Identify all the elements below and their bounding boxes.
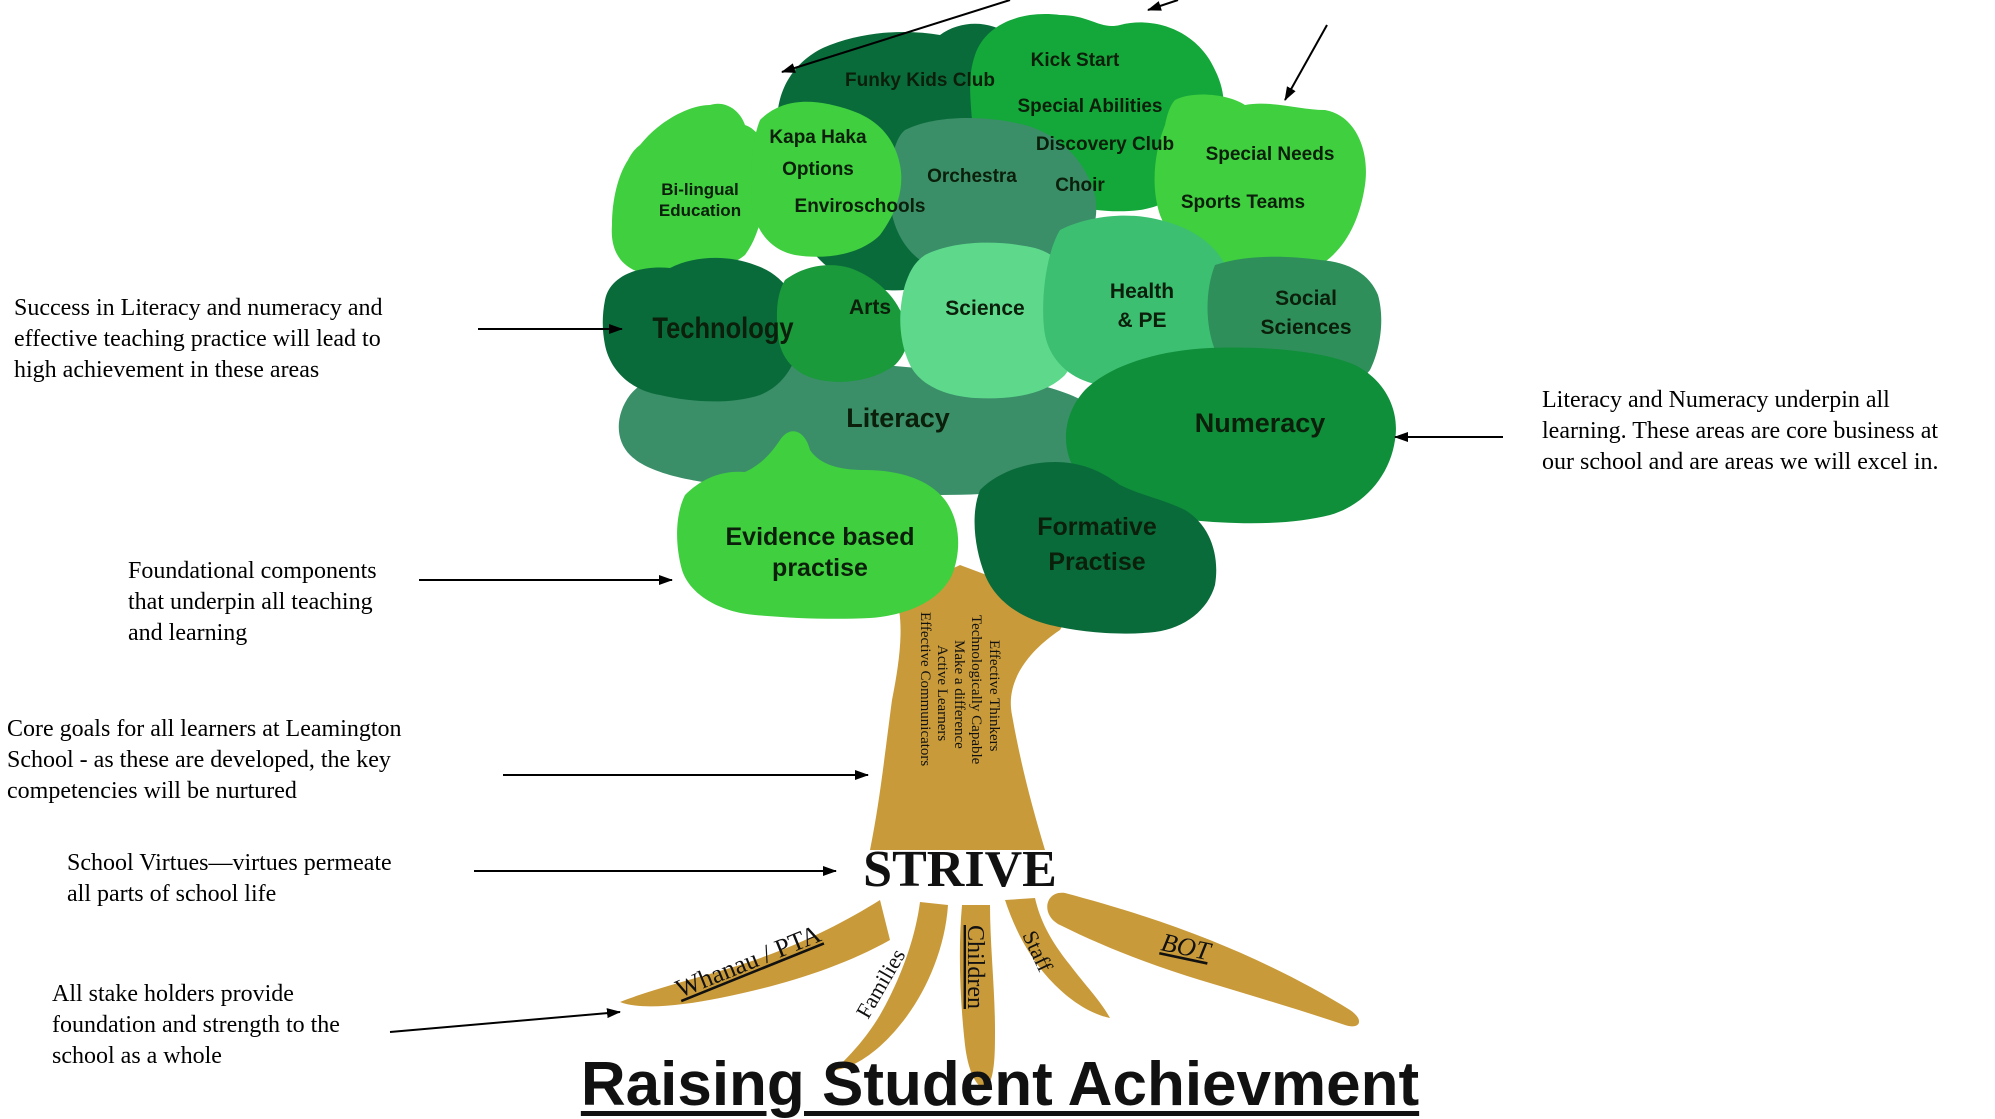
annotation-success-line2: effective teaching practice will lead to	[14, 326, 381, 352]
leaf-formative-line1: Formative	[1037, 513, 1157, 541]
annotation-foundational: Foundational components that underpin al…	[128, 556, 377, 649]
annotation-stakeholders-line2: foundation and strength to the	[52, 1012, 340, 1038]
leaf-enviroschools: Enviroschools	[795, 196, 926, 217]
leaf-health-line1: Health	[1110, 280, 1174, 303]
blob-kapahaka	[750, 101, 902, 257]
annotation-stakeholders-line3: school as a whole	[52, 1043, 222, 1069]
root-staff	[1005, 898, 1110, 1018]
blob-specialneeds	[1154, 94, 1366, 281]
root-bot	[1047, 892, 1360, 1027]
blob-evidence	[677, 431, 959, 619]
leaf-health-line2: & PE	[1117, 309, 1166, 332]
annotation-success: Success in Literacy and numeracy and eff…	[14, 293, 383, 386]
arrow-top-left	[781, 0, 1011, 73]
annotation-foundational-line3: and learning	[128, 620, 248, 646]
annotation-foundational-line2: that underpin all teaching	[128, 589, 373, 615]
annotation-virtues-line1: School Virtues—virtues permeate	[67, 850, 392, 876]
leaf-sports-teams: Sports Teams	[1181, 192, 1305, 213]
trunk-goal-make-a-difference: Make a difference	[951, 640, 967, 749]
leaf-social-line2: Sciences	[1260, 316, 1351, 339]
blob-formative	[974, 462, 1217, 634]
tree-canopy	[602, 14, 1396, 634]
leaf-formative-line2: Practise	[1048, 548, 1145, 576]
annotation-core-goals-line2: School - as these are developed, the key	[7, 747, 391, 773]
blob-science	[900, 242, 1082, 399]
leaf-social-line1: Social	[1275, 287, 1337, 310]
leaf-special-abilities: Special Abilities	[1017, 96, 1162, 117]
annotation-core-goals: Core goals for all learners at Leamingto…	[7, 714, 402, 807]
annotation-literacy-numeracy: Literacy and Numeracy underpin all learn…	[1542, 385, 1939, 478]
page-title: Raising Student Achievment	[580, 1050, 1420, 1119]
annotation-virtues: School Virtues—virtues permeate all part…	[67, 848, 392, 910]
trunk-goal-effective-communicators: Effective Communicators	[917, 612, 933, 766]
arrow-top-right	[1284, 24, 1328, 101]
trunk-goal-technologically-capable: Technologically Capable	[968, 615, 984, 765]
leaf-kick-start: Kick Start	[1031, 50, 1120, 71]
arrows	[389, 0, 1503, 1033]
annotation-success-line3: high achievement in these areas	[14, 357, 320, 383]
blob-health	[1043, 215, 1232, 387]
leaf-science: Science	[945, 297, 1024, 320]
tree-trunk	[870, 565, 1080, 850]
annotation-stakeholders: All stake holders provide foundation and…	[52, 979, 340, 1072]
blob-bilingual	[611, 103, 769, 277]
leaf-bilingual-line2: Education	[659, 201, 741, 220]
leaf-evidence-line1: Evidence based	[726, 523, 915, 551]
leaf-arts: Arts	[849, 296, 891, 319]
annotation-stakeholders-line1: All stake holders provide	[52, 981, 294, 1007]
leaf-bilingual-line1: Bi-lingual	[661, 180, 738, 199]
annotation-success-line1: Success in Literacy and numeracy and	[14, 295, 383, 321]
arrow-top-middle	[1147, 0, 1179, 11]
leaf-technology: Technology	[652, 311, 794, 344]
canopy-labels: Funky Kids Club Kick Start Special Abili…	[652, 50, 1351, 582]
tree-roots	[620, 892, 1360, 1090]
leaf-discovery-club: Discovery Club	[1036, 134, 1174, 155]
leaf-literacy: Literacy	[846, 403, 950, 433]
annotation-core-goals-line1: Core goals for all learners at Leamingto…	[7, 716, 402, 742]
leaf-choir: Choir	[1055, 175, 1105, 196]
leaf-evidence-line2: practise	[772, 554, 868, 582]
leaf-funky-kids-club: Funky Kids Club	[845, 70, 995, 91]
trunk-goals: Effective Thinkers Technologically Capab…	[917, 612, 1002, 766]
leaf-kapa-haka: Kapa Haka	[769, 127, 867, 148]
root-families	[835, 902, 948, 1070]
trunk-goal-active-learners: Active Learners	[934, 645, 950, 741]
arrow-stakeholders	[389, 1008, 621, 1033]
virtue-strive: STRIVE	[863, 841, 1057, 898]
blob-orchestra	[890, 118, 1097, 286]
root-label-children: Children	[962, 925, 988, 1009]
annotation-literacy-numeracy-line3: our school and are areas we will excel i…	[1542, 449, 1939, 475]
blob-numeracy	[1065, 347, 1396, 524]
annotation-virtues-line2: all parts of school life	[67, 881, 277, 907]
leaf-options: Options	[782, 159, 854, 180]
leaf-special-needs: Special Needs	[1206, 144, 1335, 165]
annotation-foundational-line1: Foundational components	[128, 558, 377, 584]
annotation-core-goals-line3: competencies will be nurtured	[7, 778, 297, 804]
blob-technology	[602, 257, 800, 402]
root-whanau	[620, 900, 890, 1007]
trunk-goal-effective-thinkers: Effective Thinkers	[986, 640, 1002, 752]
root-children	[959, 905, 995, 1090]
leaf-orchestra: Orchestra	[927, 166, 1017, 187]
annotation-literacy-numeracy-line1: Literacy and Numeracy underpin all	[1542, 387, 1890, 413]
leaf-numeracy: Numeracy	[1195, 408, 1326, 438]
blob-arts	[776, 265, 908, 382]
annotation-literacy-numeracy-line2: learning. These areas are core business …	[1542, 418, 1939, 444]
